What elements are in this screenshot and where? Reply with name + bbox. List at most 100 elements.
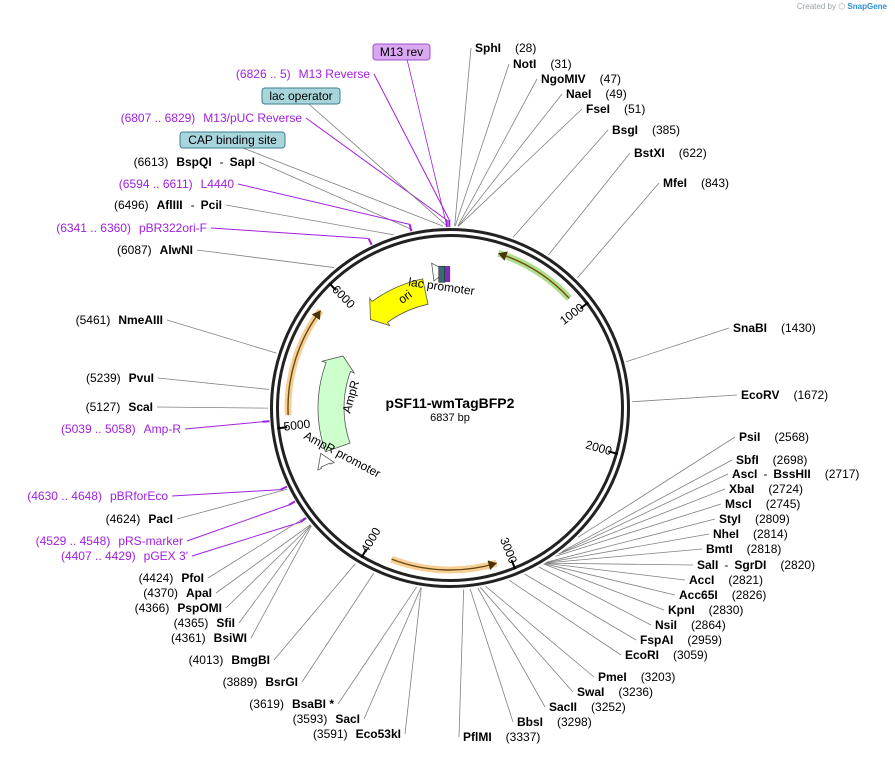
restriction-site-bsrgi[interactable]: (3889)BsrGI bbox=[223, 675, 298, 689]
restriction-site-eco53ki[interactable]: (3591)Eco53kI bbox=[313, 727, 401, 741]
label-position: (4365) bbox=[174, 616, 209, 630]
feature-box-bg bbox=[372, 43, 431, 61]
restriction-site-bbsi[interactable]: BbsI(3298) bbox=[517, 715, 592, 729]
restriction-site-pmei[interactable]: PmeI(3203) bbox=[598, 670, 675, 684]
restriction-site-acci[interactable]: AccI (2821) bbox=[689, 573, 763, 587]
feature-ring-mark bbox=[262, 420, 270, 423]
restriction-site-saci[interactable]: (3593)SacI bbox=[293, 712, 360, 726]
restriction-site-ngomiv[interactable]: NgoMIV(47) bbox=[541, 72, 621, 86]
restriction-site-ecorv[interactable]: EcoRV(1672) bbox=[741, 388, 828, 402]
restriction-site-styi[interactable]: StyI(2809) bbox=[719, 512, 790, 526]
restriction-site-scai[interactable]: (5127)ScaI bbox=[86, 400, 153, 414]
restriction-site-mfei[interactable]: MfeI(843) bbox=[663, 176, 729, 190]
feature-box-label: CAP binding site bbox=[188, 133, 277, 147]
site-name: FspAI bbox=[640, 633, 673, 647]
restriction-site-sbfi[interactable]: SbfI(2698) bbox=[736, 453, 807, 467]
restriction-site-acc65i[interactable]: Acc65I(2826) bbox=[679, 588, 766, 602]
site-position: (3059) bbox=[673, 648, 708, 662]
site-position: (2959) bbox=[687, 633, 722, 647]
feature-leader-line bbox=[191, 521, 301, 557]
restriction-site-nsii[interactable]: NsiI(2864) bbox=[655, 618, 726, 632]
restriction-site-bsgi[interactable]: BsgI(385) bbox=[612, 123, 680, 137]
restriction-site-sacii[interactable]: SacII(3252) bbox=[549, 700, 626, 714]
feature-m13-puc-reverse[interactable]: (6807 .. 6829)M13/pUC Reverse bbox=[121, 111, 303, 125]
feature-pbr322ori-f[interactable]: (6341 .. 6360)pBR322ori-F bbox=[56, 221, 207, 235]
site-position: (2826) bbox=[732, 588, 767, 602]
restriction-site-paci[interactable]: (4624)PacI bbox=[106, 512, 173, 526]
site-leader-line bbox=[454, 47, 472, 227]
restriction-site-pfoi[interactable]: (4424)PfoI bbox=[139, 571, 204, 585]
restriction-site-apai[interactable]: (4370)ApaI bbox=[143, 586, 212, 600]
feature-ring-mark bbox=[367, 238, 373, 246]
restriction-site-bsabi[interactable]: (3619)BsaBI * bbox=[249, 697, 334, 711]
site-name: MscI bbox=[725, 497, 752, 511]
site-position: (51) bbox=[624, 102, 645, 116]
site-leader-line bbox=[157, 377, 269, 390]
restriction-site-nmeaiii[interactable]: (5461)NmeAIII bbox=[76, 313, 163, 327]
restriction-site-swai[interactable]: SwaI(3236) bbox=[577, 685, 653, 699]
site-leader-line bbox=[404, 587, 422, 735]
restriction-site-xbai[interactable]: XbaI(2724) bbox=[729, 482, 803, 496]
site-labels: SphI(28) NotI(31)NgoMIV(47)NaeI(49)FseI(5… bbox=[27, 41, 859, 744]
label-position: (5127) bbox=[86, 400, 121, 414]
feature-leader-line bbox=[406, 59, 448, 227]
restriction-site-fspai[interactable]: FspAI (2959) bbox=[640, 633, 722, 647]
restriction-site-asci[interactable]: AscI-BssHII(2717) bbox=[732, 467, 859, 481]
restriction-site-sali[interactable]: SalI-SgrDI(2820) bbox=[697, 558, 815, 572]
feature-amp-r[interactable]: (5039 .. 5058)Amp-R bbox=[61, 422, 181, 436]
ampr-arrow bbox=[317, 355, 356, 453]
restriction-site-pvui[interactable]: (5239)PvuI bbox=[86, 371, 154, 385]
restriction-site-bsiwi[interactable]: (4361)BsiWI bbox=[171, 631, 247, 645]
feature-pgex-3[interactable]: (4407 .. 4429)pGEX 3' bbox=[61, 549, 188, 563]
site-position: (1672) bbox=[793, 388, 828, 402]
restriction-site-alwni[interactable]: (6087)AlwNI bbox=[117, 243, 193, 257]
restriction-site-bspqi[interactable]: (6613)BspQI-SapI bbox=[134, 155, 255, 169]
restriction-site-sfii[interactable]: (4365)SfiI bbox=[174, 616, 235, 630]
label-position: (4630 .. 4648) bbox=[27, 489, 102, 503]
feature-box-label: M13 rev bbox=[380, 45, 423, 59]
feature-ring-mark bbox=[299, 517, 307, 523]
restriction-site-pspomi[interactable]: (4366)PspOMI bbox=[135, 601, 222, 615]
backbone-inner-ring bbox=[276, 234, 624, 582]
site-leader-line bbox=[558, 488, 726, 555]
feature-pbrforeco[interactable]: (4630 .. 4648)pBRforEco bbox=[27, 489, 168, 503]
site-leader-line bbox=[546, 518, 716, 563]
restriction-site-bmgbi[interactable]: (4013)BmgBI bbox=[189, 653, 270, 667]
feature-box-m13-rev[interactable]: M13 rev bbox=[372, 43, 431, 61]
restriction-site-afliii[interactable]: (6496)AflIII-PciI bbox=[114, 198, 222, 212]
label-name: pBR322ori-F bbox=[139, 221, 207, 235]
label-position: (6496) bbox=[114, 198, 149, 212]
label-name: M13/pUC Reverse bbox=[203, 111, 302, 125]
site-leader-line bbox=[477, 587, 546, 708]
site-name: AccI bbox=[689, 573, 714, 587]
restriction-site-bmti[interactable]: BmtI(2818) bbox=[706, 542, 781, 556]
site-name: BstXI bbox=[634, 146, 665, 160]
feature-box-lac-operator[interactable]: lac operator bbox=[261, 87, 341, 105]
restriction-site-bstxi[interactable]: BstXI(622) bbox=[634, 146, 707, 160]
feature-box-cap-binding-site[interactable]: CAP binding site bbox=[179, 131, 286, 149]
restriction-site-fsei[interactable]: FseI(51) bbox=[586, 102, 645, 116]
restriction-site-pflmi[interactable]: PflMI(3337) bbox=[463, 730, 540, 744]
restriction-site-snabi[interactable]: SnaBI(1430) bbox=[733, 321, 816, 335]
site-leader-line bbox=[480, 587, 574, 693]
site-position: (2821) bbox=[728, 573, 763, 587]
restriction-site-ecori[interactable]: EcoRI(3059) bbox=[625, 648, 708, 662]
feature-l4440[interactable]: (6594 .. 6611)L4440 bbox=[119, 177, 235, 191]
restriction-site-msci[interactable]: MscI(2745) bbox=[725, 497, 800, 511]
site-leader-line bbox=[258, 161, 413, 231]
restriction-site-naei[interactable]: NaeI(49) bbox=[566, 87, 627, 101]
restriction-site-kpni[interactable]: KpnI(2830) bbox=[668, 603, 743, 617]
restriction-site-noti[interactable]: NotI(31) bbox=[513, 57, 572, 71]
label-name: pGEX 3' bbox=[144, 549, 188, 563]
feature-prs-marker[interactable]: (4529 .. 4548)pRS-marker bbox=[36, 534, 183, 548]
site-position: (2818) bbox=[747, 542, 782, 556]
feature-m13-reverse[interactable]: (6826 .. 5)M13 Reverse bbox=[236, 67, 370, 81]
feature-box-bg bbox=[179, 131, 286, 149]
ori-label: ori bbox=[396, 287, 415, 306]
restriction-site-nhei[interactable]: NheI(2814) bbox=[713, 527, 788, 541]
restriction-site-sphi[interactable]: SphI(28) bbox=[475, 41, 536, 55]
restriction-site-psii[interactable]: PsiI(2568) bbox=[739, 430, 809, 444]
site-name: XbaI bbox=[729, 482, 754, 496]
label-name: BspQI bbox=[176, 155, 211, 169]
